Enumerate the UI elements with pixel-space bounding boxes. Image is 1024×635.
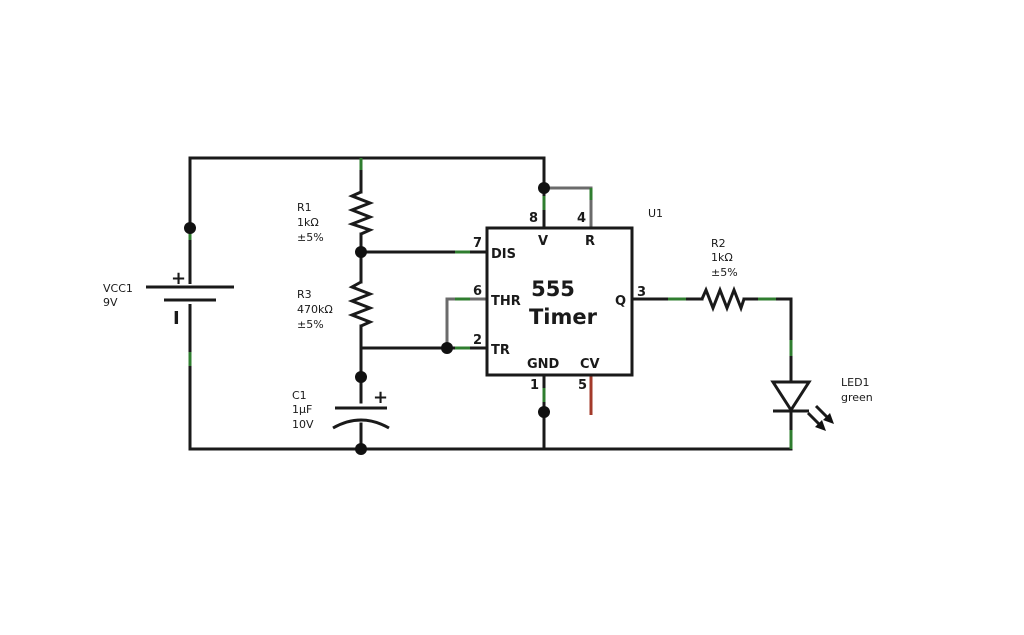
pin-thr-number: 6 [473, 284, 482, 299]
led-color-label: green [841, 391, 873, 404]
pin-thr-label: THR [491, 294, 521, 309]
junction-c1-bottom [355, 443, 367, 455]
pin-q-number: 3 [637, 285, 646, 300]
r3-value-label: 470kΩ [297, 303, 333, 316]
wire-r2-led [742, 297, 793, 382]
led-led1: LED1 green [770, 376, 873, 431]
battery-plus-sign: + [171, 268, 186, 289]
wire-top-rail [188, 156, 546, 190]
ic-title-line2: Timer [529, 305, 598, 329]
c1-voltage-label: 10V [292, 418, 314, 431]
c1-plus-sign: + [373, 387, 388, 408]
c1-name-label: C1 [292, 389, 307, 402]
led-name-label: LED1 [841, 376, 870, 389]
wire-thr-tr-link [445, 297, 487, 348]
light-emission-arrows-icon [806, 404, 834, 431]
r2-value-label: 1kΩ [711, 251, 733, 264]
junction-vcc-top [184, 222, 196, 234]
ic-name-label: U1 [648, 207, 663, 220]
junction-gnd [538, 406, 550, 418]
junction-r1-r3 [355, 246, 367, 258]
junction-thr-tr [441, 342, 453, 354]
resistor-r2: R2 1kΩ ±5% [700, 237, 746, 313]
pin-cv-number: 5 [578, 378, 587, 393]
r1-tolerance-label: ±5% [297, 231, 324, 244]
r3-tolerance-label: ±5% [297, 318, 324, 331]
r1-value-label: 1kΩ [297, 216, 319, 229]
pin-q-label: Q [615, 294, 626, 309]
pin-tr-number: 2 [473, 333, 482, 348]
resistor-r1: R1 1kΩ ±5% [297, 190, 375, 244]
c1-value-label: 1µF [292, 403, 312, 416]
r1-name-label: R1 [297, 201, 312, 214]
junction-v-r [538, 182, 550, 194]
r3-name-label: R3 [297, 288, 312, 301]
pin-gnd-label: GND [527, 357, 560, 372]
pin-dis-number: 7 [473, 236, 482, 251]
battery-value-label: 9V [103, 296, 118, 309]
junctions [184, 182, 550, 455]
pin-v-number: 8 [529, 211, 538, 226]
pin-tr-label: TR [491, 343, 510, 358]
resistor-r3: R3 470kΩ ±5% [297, 280, 375, 331]
battery-name-label: VCC1 [103, 282, 133, 295]
pin-v-label: V [538, 234, 548, 249]
pin-cv-label: CV [580, 357, 600, 372]
battery-minus-sign: I [173, 308, 180, 329]
r2-tolerance-label: ±5% [711, 266, 738, 279]
pin-dis-label: DIS [491, 247, 516, 262]
r2-name-label: R2 [711, 237, 726, 250]
ic-555-timer: 555 Timer U1 DIS 7 THR 6 TR 2 V 8 R 4 Q … [473, 207, 663, 393]
pin-gnd-number: 1 [530, 378, 539, 393]
capacitor-c1: + C1 1µF 10V [292, 387, 390, 431]
pin-r-label: R [585, 234, 595, 249]
battery-vcc1: + I VCC1 9V [103, 268, 234, 329]
pin-r-number: 4 [577, 211, 586, 226]
junction-c1-top [355, 371, 367, 383]
ic-title-line1: 555 [531, 277, 575, 301]
